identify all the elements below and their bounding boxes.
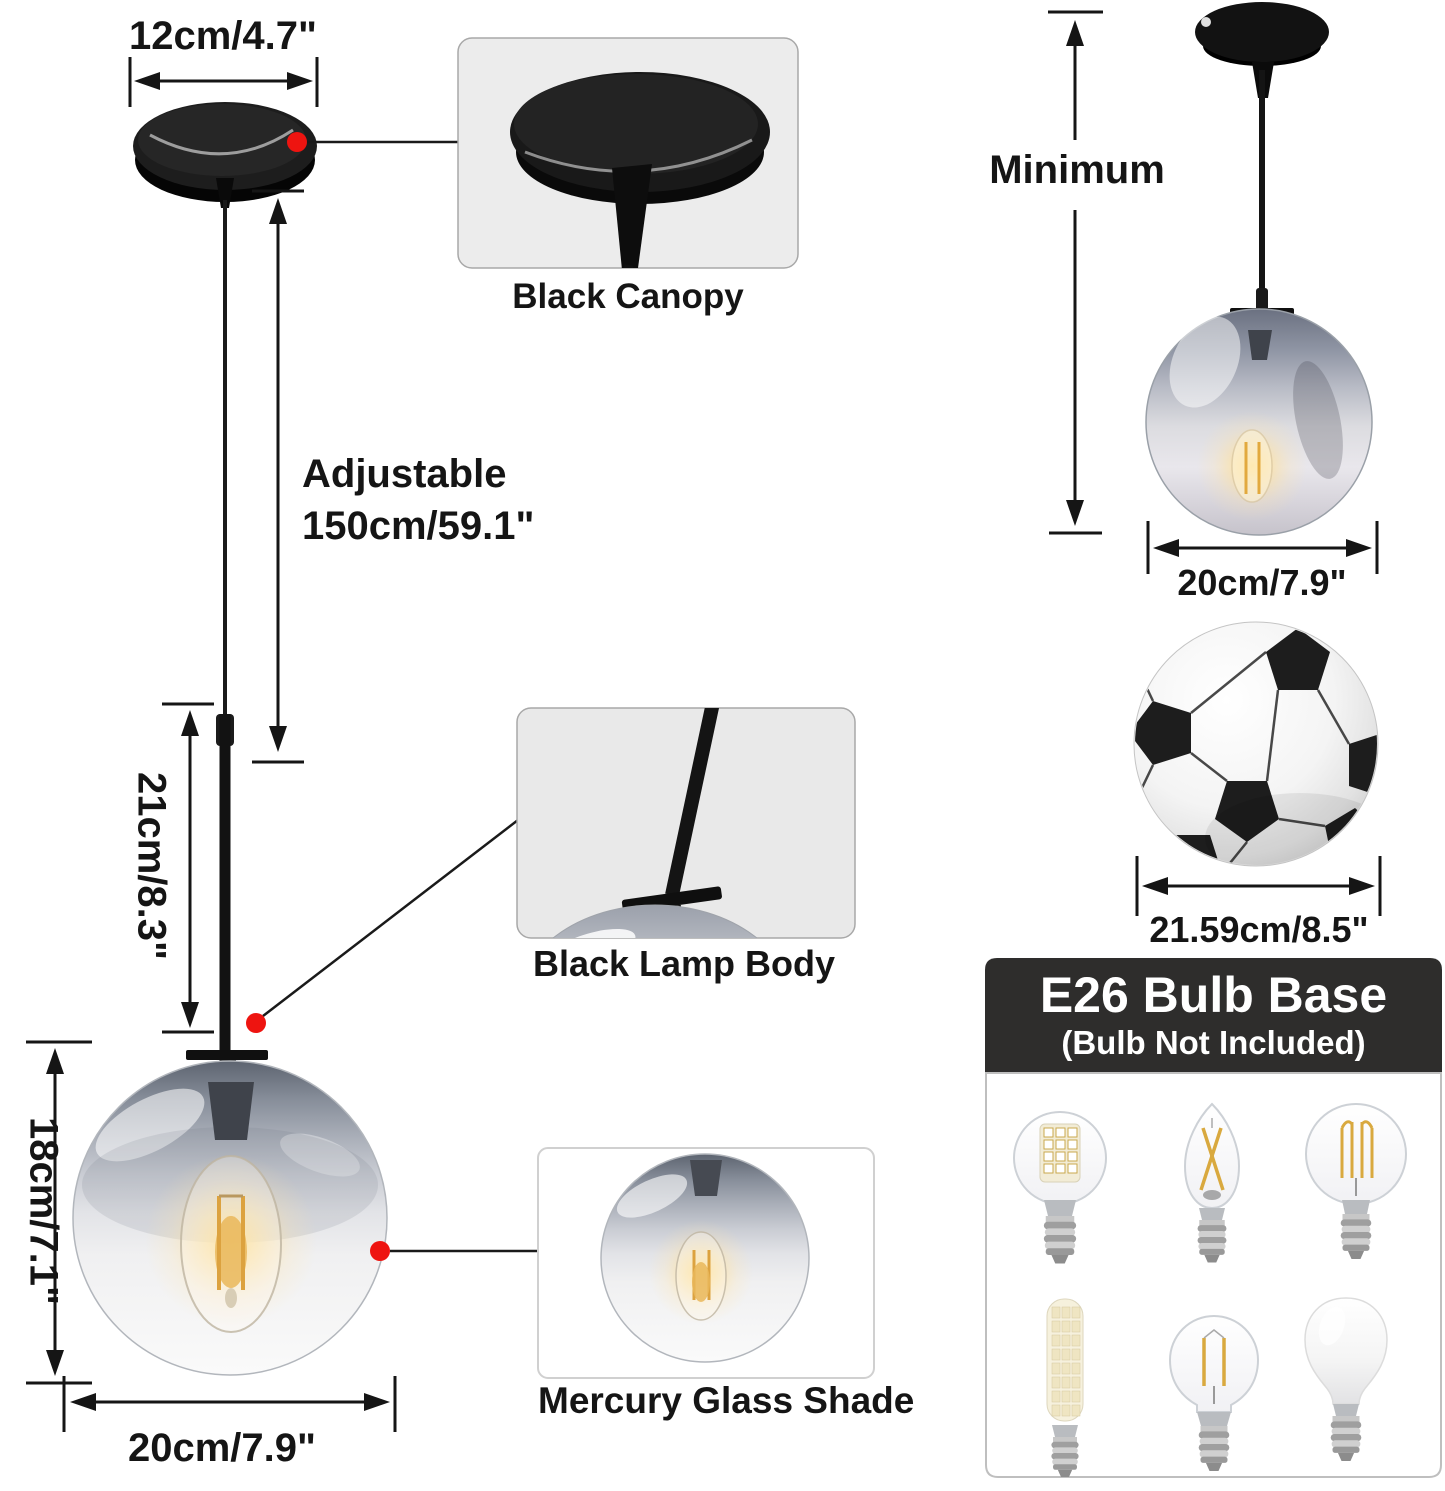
mercury-glass-shade-illustration xyxy=(72,1060,388,1376)
lamp-body-measure xyxy=(162,702,214,1034)
canopy-illustration xyxy=(133,102,317,208)
g25-filament-bulb-icon xyxy=(1305,1103,1407,1259)
a19-frosted-bulb-icon xyxy=(1304,1297,1388,1461)
ball-width-label: 21.59cm/8.5" xyxy=(1149,909,1369,950)
adjustable-label-line1: Adjustable xyxy=(302,452,507,496)
adjustable-label-line2: 150cm/59.1" xyxy=(302,504,535,548)
cord xyxy=(223,200,227,720)
s14-filament-bulb-icon xyxy=(1168,1315,1260,1471)
pendant-width-measure xyxy=(1146,521,1379,574)
ball-width-measure xyxy=(1135,856,1382,916)
shade-callout-label: Mercury Glass Shade xyxy=(538,1380,915,1421)
glass-shade-inset xyxy=(537,1147,875,1379)
minimum-label: Minimum xyxy=(989,148,1165,192)
canopy-width-label: 12cm/4.7" xyxy=(129,14,317,58)
lamp-body-callout-dot xyxy=(246,1013,266,1033)
minimum-height-measure xyxy=(1048,10,1103,535)
callout-connectors xyxy=(246,132,539,1261)
lamp-body-length-label: 21cm/8.3" xyxy=(129,772,174,960)
shade-height-measure xyxy=(26,1040,92,1385)
canopy-callout-label: Black Canopy xyxy=(512,277,744,316)
candelabra-filament-bulb-icon xyxy=(1183,1102,1241,1263)
bulb-panel-title: E26 Bulb Base xyxy=(1039,967,1388,1023)
canopy-callout-dot xyxy=(287,132,307,152)
shade-callout-dot xyxy=(370,1241,390,1261)
shade-width-measure xyxy=(62,1376,397,1432)
pendant-photo xyxy=(1145,2,1373,536)
bulb-panel-subtitle: (Bulb Not Included) xyxy=(1061,1024,1366,1061)
pendant-width-label: 20cm/7.9" xyxy=(1177,562,1347,603)
canopy-width-measure xyxy=(128,57,319,107)
canopy-inset xyxy=(457,37,799,269)
soccer-ball-illustration xyxy=(1133,621,1379,867)
shade-height-label: 18cm/7.1" xyxy=(21,1117,66,1305)
adjustable-cord-measure xyxy=(252,189,304,764)
corn-led-bulb-icon xyxy=(1046,1298,1084,1477)
lamp-body-inset xyxy=(516,707,856,939)
lamp-body-callout-label: Black Lamp Body xyxy=(532,943,836,984)
shade-width-label: 20cm/7.9" xyxy=(128,1426,316,1470)
led-globe-bulb-icon xyxy=(1013,1111,1107,1264)
